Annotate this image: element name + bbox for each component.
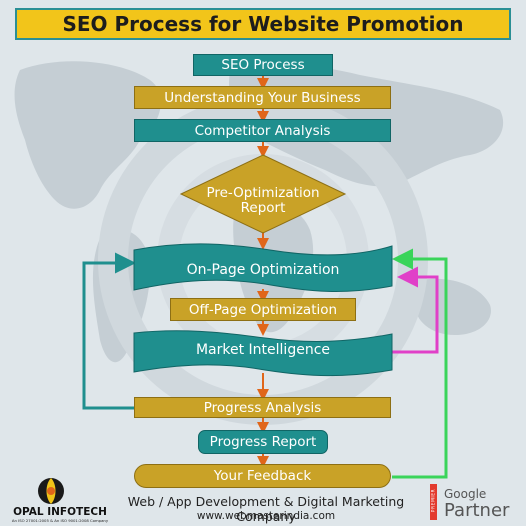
step-on-page-label: On-Page Optimization [134, 262, 392, 278]
premier-bar [430, 484, 437, 520]
company-url: www.webmasterindia.com [196, 510, 336, 522]
step-label: Off-Page Optimization [188, 301, 338, 318]
company-name: OPAL INFOTECH [13, 506, 107, 518]
step-off-page-optimization: Off-Page Optimization [170, 298, 356, 321]
step-label: Market Intelligence [195, 342, 331, 358]
step-pre-optimization-label: Pre-Optimization Report [198, 186, 328, 216]
step-label: Competitor Analysis [194, 122, 331, 139]
company-tagline: Web / App Development & Digital Marketin… [127, 494, 405, 524]
step-market-intelligence-label: Market Intelligence [134, 342, 392, 358]
loop-progress-to-onpage [82, 252, 136, 410]
step-progress-analysis: Progress Analysis [134, 397, 391, 418]
opal-infotech-logo-icon [38, 478, 64, 504]
loop-feedback-to-onpage [392, 248, 448, 479]
step-label: Progress Report [209, 434, 317, 450]
step-competitor-analysis: Competitor Analysis [134, 119, 391, 142]
company-certification: An ISO 27001:2005 & An ISO 9001:2008 Com… [11, 518, 109, 523]
step-label: Understanding Your Business [164, 89, 361, 106]
step-label: On-Page Optimization [186, 262, 340, 278]
loop-market-to-onpage [392, 266, 439, 354]
step-label-line-2: Report [240, 200, 286, 216]
page-title: SEO Process for Website Promotion [15, 8, 511, 40]
step-seo-process: SEO Process [193, 54, 333, 76]
step-label: Progress Analysis [203, 399, 322, 416]
premier-label: PREMIER [431, 488, 437, 513]
step-label-line-1: Pre-Optimization [206, 185, 320, 201]
step-progress-report: Progress Report [198, 430, 328, 454]
partner-label: Partner [444, 500, 510, 521]
step-label: SEO Process [221, 57, 305, 73]
step-your-feedback: Your Feedback [134, 464, 391, 488]
step-label: Your Feedback [213, 468, 312, 484]
google-label: Google [444, 487, 487, 501]
step-understanding-business: Understanding Your Business [134, 86, 391, 109]
